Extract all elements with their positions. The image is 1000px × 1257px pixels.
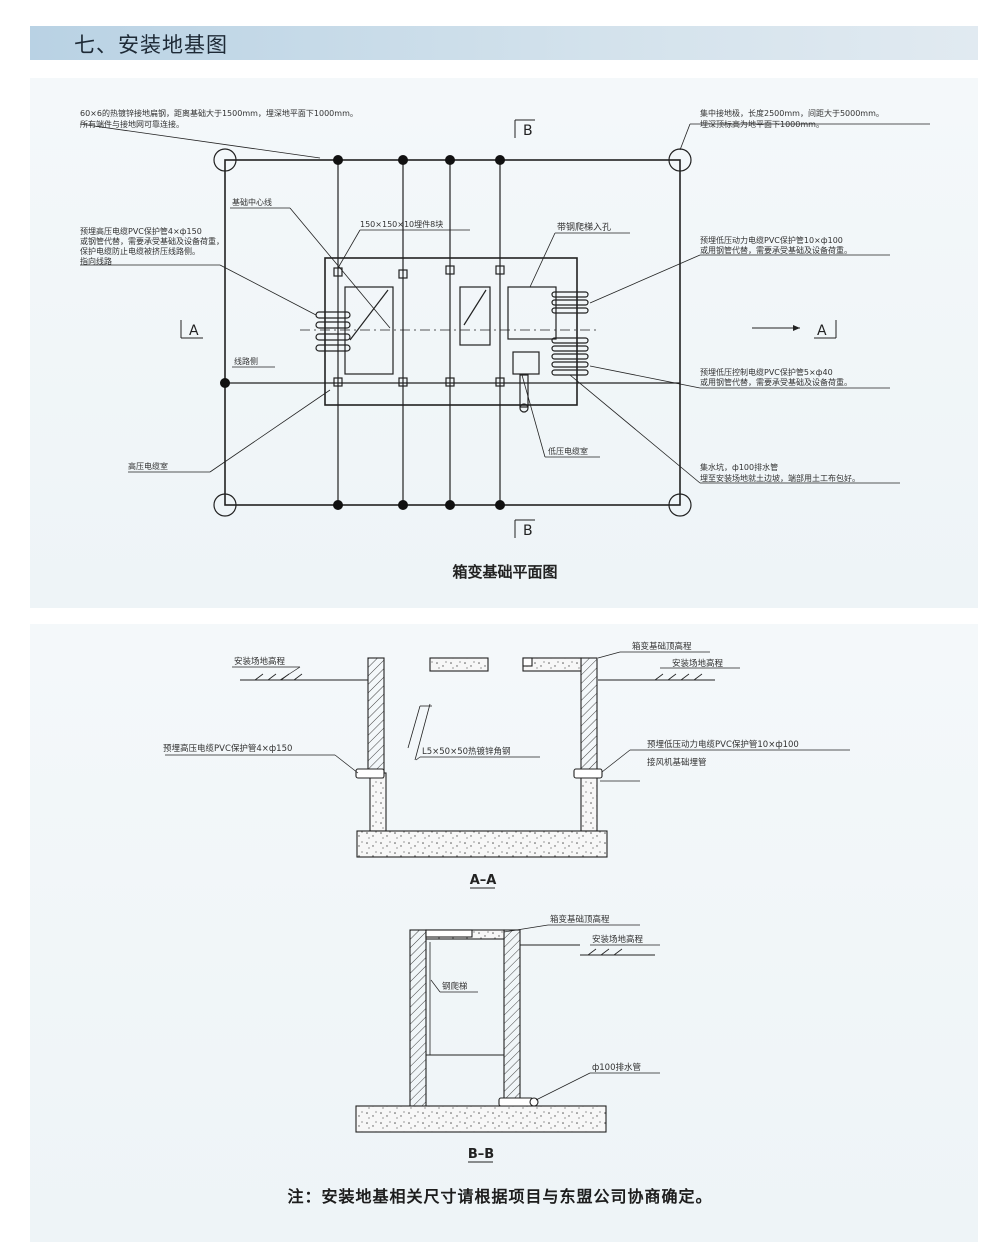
section-mark-b-top: B (523, 123, 533, 139)
note-ground-strip: 60×6的热镀锌接地扁钢，距离基础大于1500mm，埋深地平面下1000mm。 (80, 108, 358, 118)
note-lv-control-1: 预埋低压控制电缆PVC保护管5×ф40 (700, 367, 833, 377)
aa-label-ground-right: 安装场地高程 (672, 658, 724, 669)
note-lv-control-2: 或用钢管代替，需要承受基础及设备荷重。 (700, 377, 852, 387)
bb-label-ground: 安装场地高程 (592, 934, 644, 945)
aa-label-hv-pipe: 预埋高压电缆PVC保护管4×ф150 (163, 743, 292, 754)
section-mark-a-left: A (189, 323, 199, 339)
note-hv-pvc-2: 或钢管代替，需要承受基础及设备荷重， (80, 236, 224, 246)
note-electrode-length: 集中接地极，长度2500mm，间距大于5000mm。 (700, 108, 884, 118)
sections-panel: 安装场地高程 箱变基础顶高程 安装场地高程 预埋高压电缆PVC保护管4×ф150… (30, 624, 978, 1242)
bb-label-drain: ф100排水管 (592, 1062, 641, 1073)
aa-label-angle-steel: L5×50×50热镀锌角钢 (422, 746, 511, 757)
note-sump-1: 集水坑，ф100排水管 (700, 462, 778, 472)
section-mark-a-right: A (817, 323, 827, 339)
aa-label-ground-left: 安装场地高程 (234, 656, 286, 667)
section-drawings: 安装场地高程 箱变基础顶高程 安装场地高程 预埋高压电缆PVC保护管4×ф150… (163, 641, 850, 1163)
label-lv-room: 低压电缆室 (548, 446, 588, 456)
note-sump-2: 埋至安装场地就土边坡，端部用土工布包好。 (700, 473, 860, 483)
note-hv-pvc-3: 保护电缆防止电缆被挤压线路侧。 (80, 246, 200, 256)
note-electrode-depth: 埋深顶标高为地平面下1000mm。 (700, 119, 824, 129)
section-aa-title: A–A (470, 873, 497, 888)
label-line-side: 线路侧 (234, 356, 258, 366)
plan-caption: 箱变基础平面图 (452, 563, 557, 581)
section-mark-b-bottom: B (523, 523, 533, 539)
aa-label-lv-pipe: 预埋低压动力电缆PVC保护管10×ф100 (647, 739, 799, 750)
bb-label-ladder: 钢爬梯 (442, 981, 468, 992)
footer-note: 注：安装地基相关尺寸请根据项目与东盟公司协商确定。 (287, 1187, 713, 1206)
label-center-line: 基础中心线 (232, 197, 272, 207)
label-ladder-hole: 带钢爬梯入孔 (557, 221, 611, 233)
note-hv-pvc-1: 预埋高压电缆PVC保护管4×ф150 (80, 226, 202, 236)
foundation-plan-drawing: 60×6的热镀锌接地扁钢，距离基础大于1500mm，埋深地平面下1000mm。 … (79, 108, 930, 581)
section-bb-title: B–B (468, 1147, 494, 1162)
note-lv-power-1: 预埋低压动力电缆PVC保护管10×ф100 (700, 235, 843, 245)
bb-label-box-top: 箱变基础顶高程 (550, 914, 610, 925)
aa-label-fan-pipe: 接风机基础埋管 (647, 757, 707, 768)
note-ground-connect: 所有端件与接地网可靠连接。 (80, 119, 184, 129)
plan-panel: 60×6的热镀锌接地扁钢，距离基础大于1500mm，埋深地平面下1000mm。 … (30, 78, 978, 608)
note-lv-power-2: 或用钢管代替，需要承受基础及设备荷重。 (700, 245, 852, 255)
label-embedded-plates: 150×150×10埋件8块 (360, 219, 443, 229)
aa-label-box-top: 箱变基础顶高程 (632, 641, 692, 652)
label-hv-room: 高压电缆室 (128, 461, 168, 471)
section-title: 七、安装地基图 (74, 33, 228, 57)
section-header: 七、安装地基图 (30, 26, 978, 60)
note-hv-pvc-4: 指向线路 (80, 256, 112, 266)
